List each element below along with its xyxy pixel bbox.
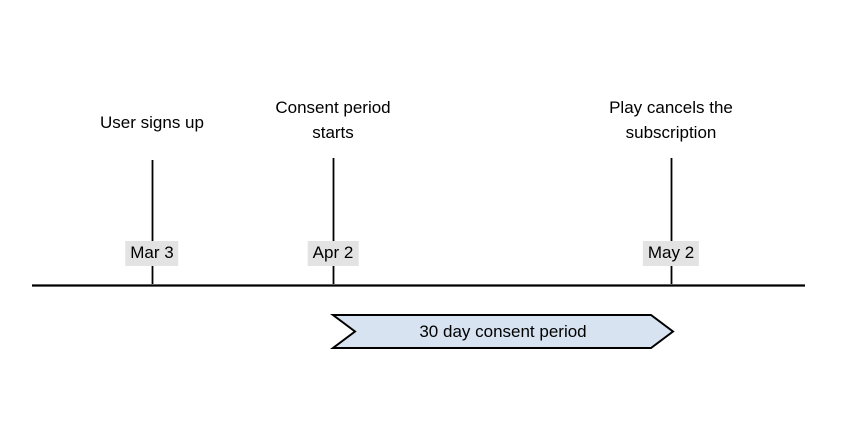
consent-period-band-label: 30 day consent period	[419, 322, 587, 341]
consent-period-band	[330, 314, 675, 349]
date-chip-mar-3: Mar 3	[125, 241, 179, 266]
date-chip-apr-2: Apr 2	[307, 241, 359, 266]
date-chip-may-2: May 2	[642, 241, 700, 266]
